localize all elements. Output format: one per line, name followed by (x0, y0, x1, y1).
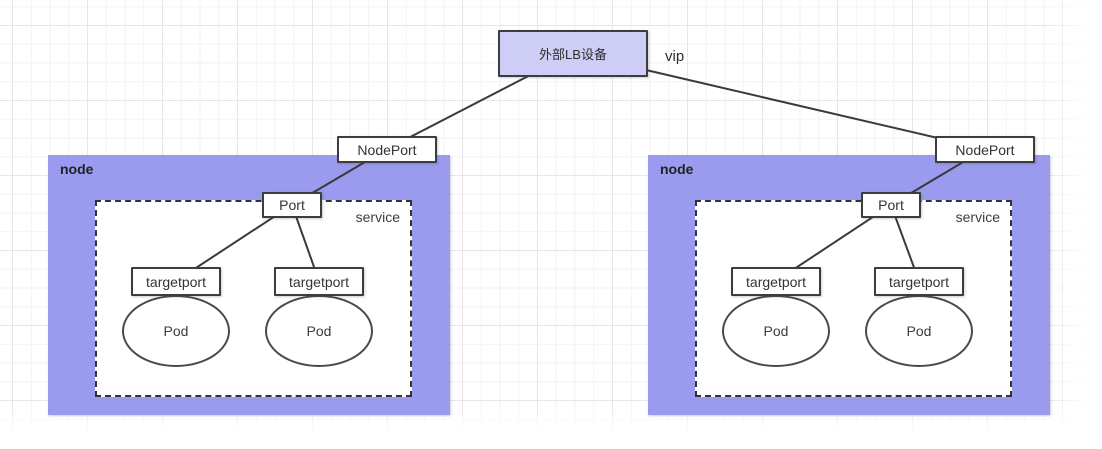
service-box-right: service (695, 200, 1012, 397)
pod-ellipse: Pod (265, 295, 373, 367)
pod-ellipse: Pod (865, 295, 973, 367)
pod-label: Pod (163, 323, 189, 339)
service-label: service (955, 209, 1000, 225)
vip-label: vip (665, 48, 685, 65)
nodeport-box-left: NodePort (337, 136, 437, 163)
pod-label: Pod (306, 323, 332, 339)
service-box-left: service (95, 200, 412, 397)
service-label: service (355, 209, 400, 225)
targetport-box: targetport (131, 267, 221, 296)
nodeport-box-right: NodePort (935, 136, 1035, 163)
pod-label: Pod (906, 323, 932, 339)
external-lb-box: 外部LB设备 (498, 30, 648, 77)
node-label: node (660, 161, 694, 177)
port-box-left: Port (262, 192, 322, 218)
port-box-right: Port (861, 192, 921, 218)
targetport-box: targetport (274, 267, 364, 296)
pod-ellipse: Pod (722, 295, 830, 367)
pod-label: Pod (763, 323, 789, 339)
node-label: node (60, 161, 94, 177)
pod-ellipse: Pod (122, 295, 230, 367)
targetport-box: targetport (731, 267, 821, 296)
targetport-box: targetport (874, 267, 964, 296)
